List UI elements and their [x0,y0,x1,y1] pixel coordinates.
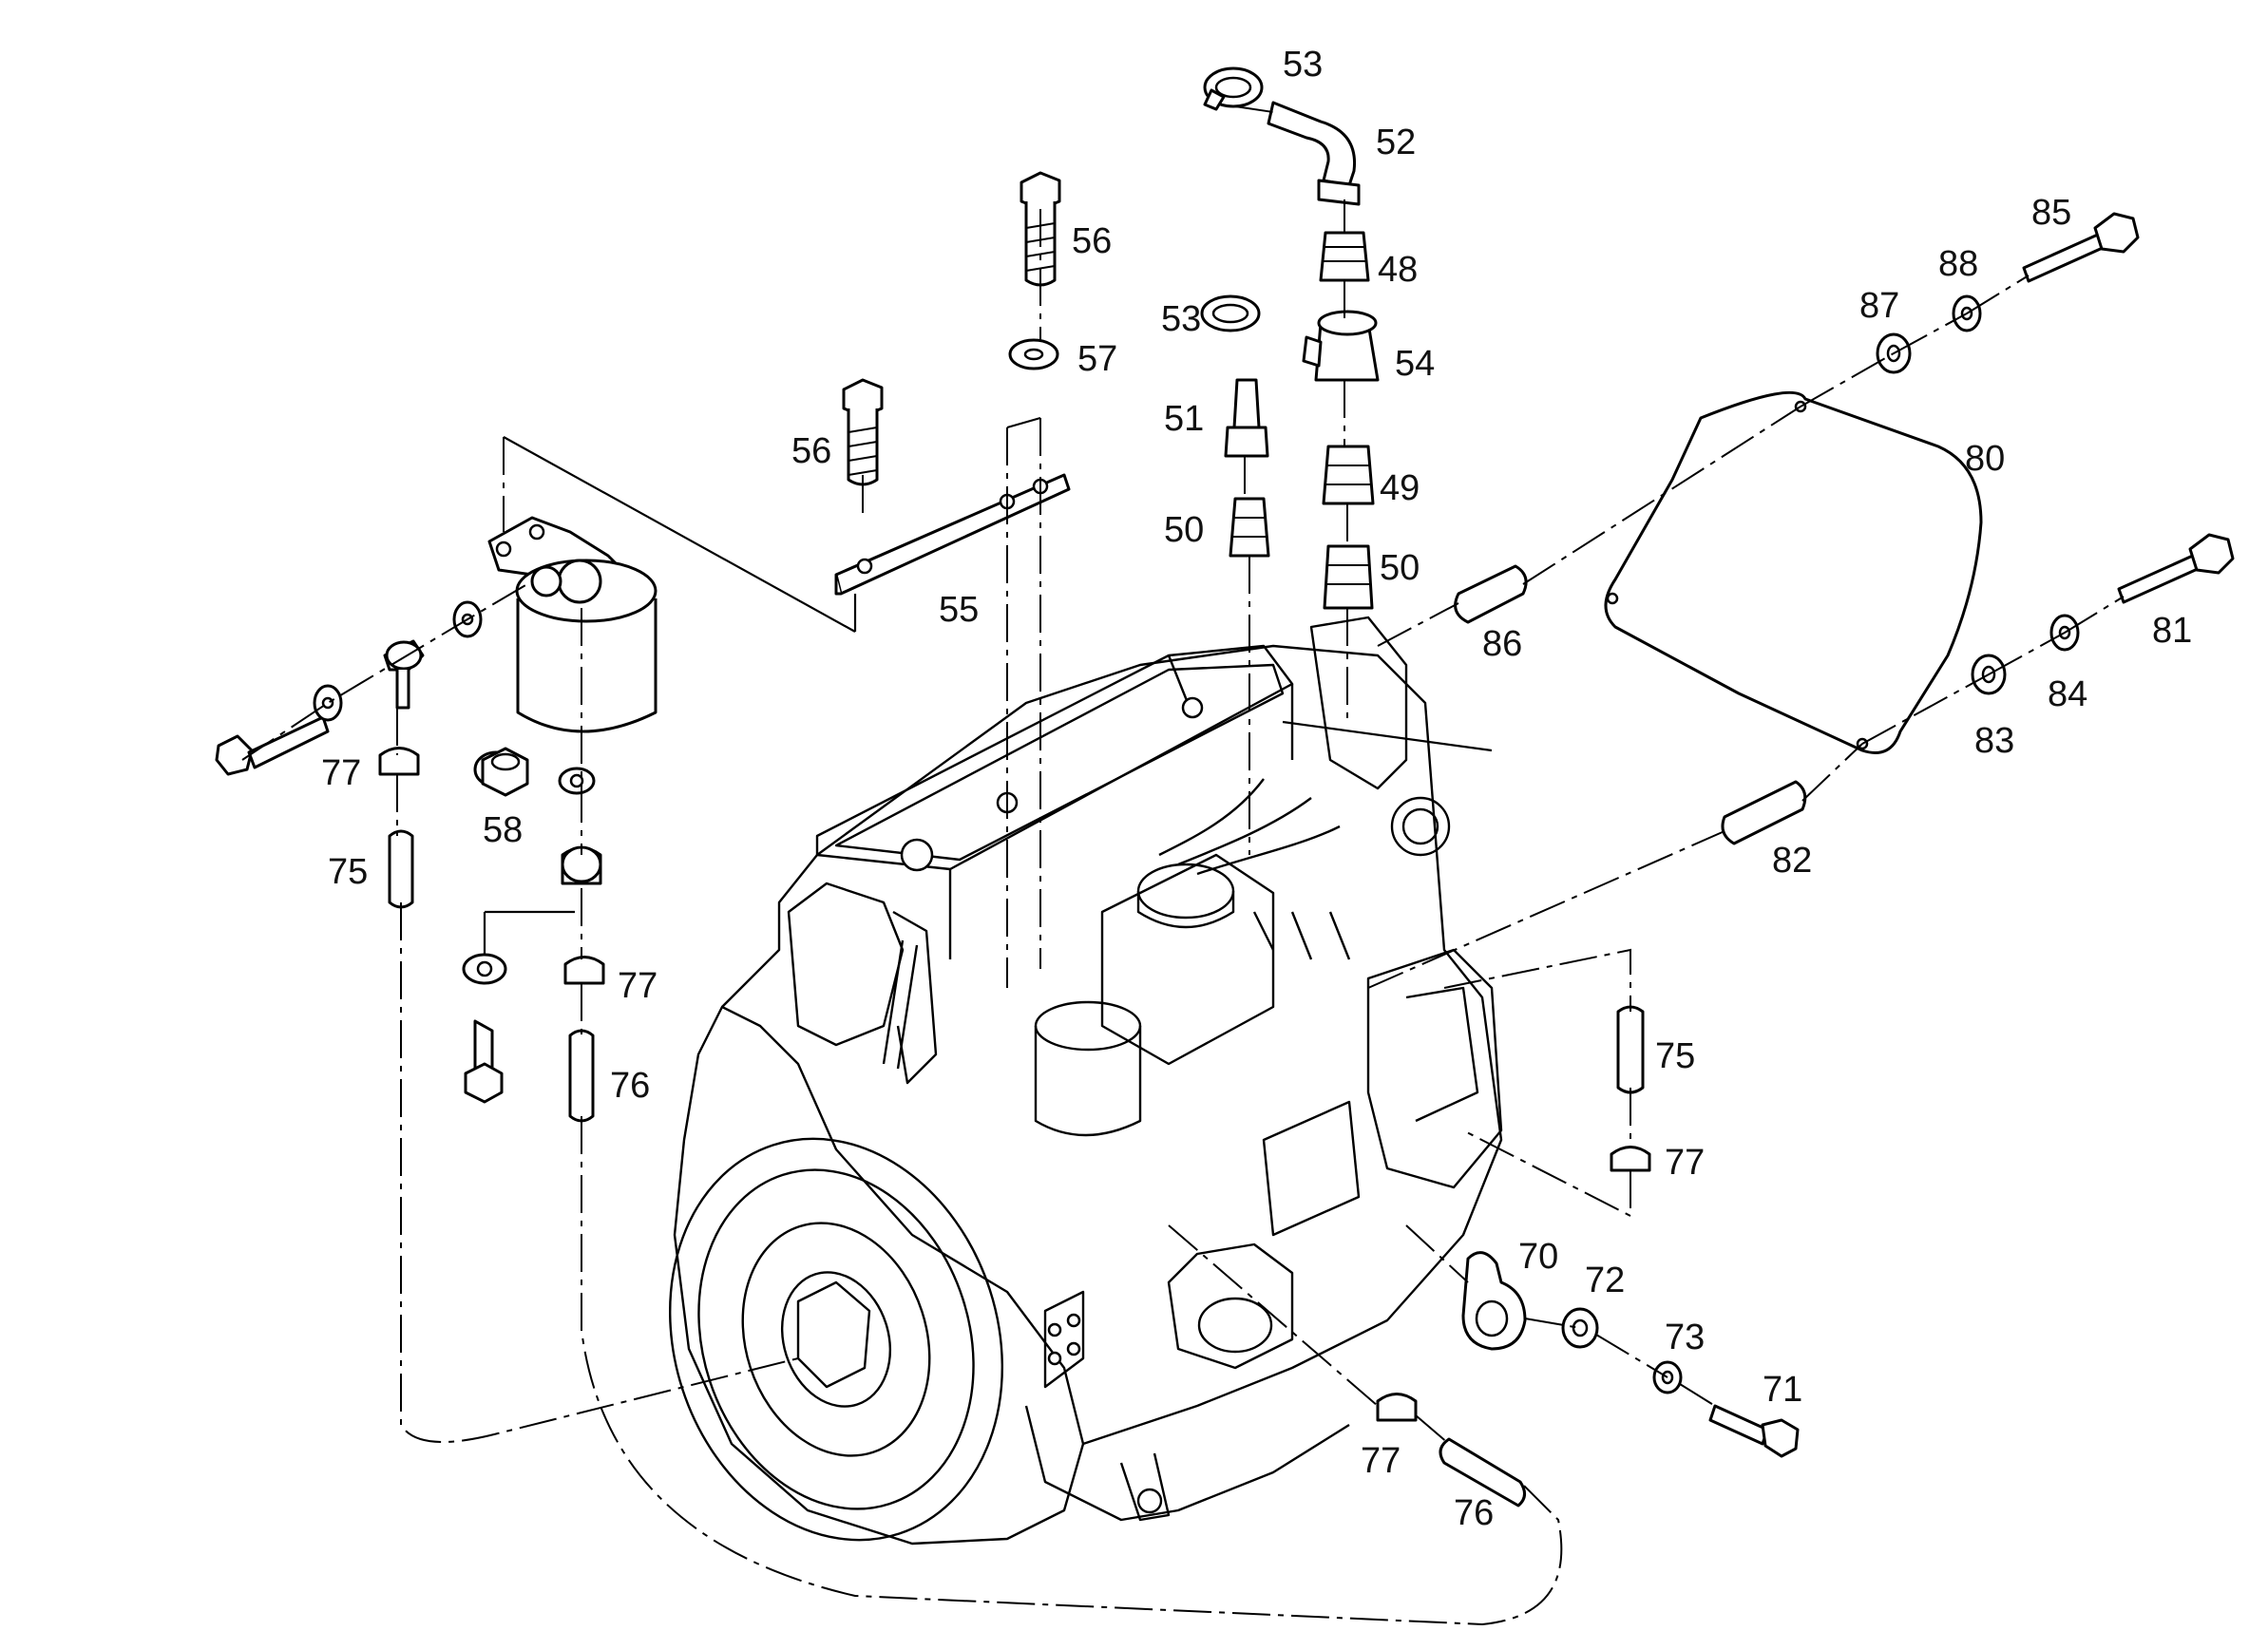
callout-48: 48 [1378,250,1418,290]
callout-85: 85 [2031,193,2071,233]
washer-57 [1008,338,1059,370]
callout-57: 57 [1077,339,1117,379]
callout-51: 51 [1164,399,1204,439]
callout-50-left: 50 [1164,510,1204,550]
callout-75-left: 75 [328,852,368,892]
callout-52: 52 [1376,123,1416,162]
callout-81: 81 [2152,611,2192,651]
spacer-82 [1721,780,1807,845]
callout-labels: 53 52 56 48 85 88 87 53 57 54 51 56 80 4… [321,45,2192,1533]
callout-86: 86 [1482,624,1522,664]
callout-76-bottom: 76 [1454,1493,1494,1533]
cover-plate-80 [1604,390,1983,754]
nut-58 [481,747,529,797]
callout-84: 84 [2048,674,2087,714]
callout-76-left: 76 [610,1066,650,1106]
fitting-50-right [1323,544,1374,610]
washer-72 [1561,1307,1599,1349]
hose-clamp-53-top [1203,66,1264,111]
callout-55: 55 [939,590,979,630]
hose-76-bottom [1439,1437,1526,1508]
hose-clamp-53-mid [1200,294,1261,332]
callout-72: 72 [1585,1261,1625,1300]
bolt-71 [1708,1404,1800,1458]
clip-77-bottom [1376,1393,1418,1422]
callout-83: 83 [1974,721,2014,761]
elbow-fitting-52 [1267,101,1361,206]
hose-75-right [1616,1005,1645,1094]
callout-88: 88 [1938,244,1978,284]
fitting-48 [1319,231,1370,282]
nipple-51 [1224,378,1269,458]
callout-82: 82 [1772,841,1812,881]
callout-80: 80 [1965,439,2005,479]
callout-77-mid: 77 [618,966,658,1006]
spacer-86 [1454,564,1528,624]
callout-70: 70 [1518,1237,1558,1277]
callout-56-lower: 56 [791,431,831,471]
valve-54 [1302,310,1380,382]
callout-77-right: 77 [1665,1143,1705,1183]
fitting-49 [1322,445,1375,505]
callout-77-left: 77 [321,753,361,793]
callout-87: 87 [1859,286,1899,326]
callout-71: 71 [1763,1370,1802,1410]
callout-58: 58 [483,810,523,850]
callout-56-upper: 56 [1072,221,1112,261]
callout-50-right: 50 [1380,548,1420,588]
fuel-filter-assembly [487,516,658,733]
callout-73: 73 [1665,1318,1705,1357]
engine-assembly [669,616,1503,1546]
callout-54: 54 [1395,344,1435,384]
callout-53-mid: 53 [1161,299,1201,339]
callout-75-right: 75 [1655,1036,1695,1076]
bolt-81 [2117,533,2235,604]
callout-77-bottom: 77 [1361,1441,1401,1481]
left-bolt-and-washers [215,600,483,776]
bolt-56-lower [842,378,884,486]
clip-77-right [1610,1146,1651,1172]
clamp-70 [1461,1251,1527,1351]
fitting-50-left [1229,497,1270,558]
callout-49: 49 [1380,468,1420,508]
mounting-bracket-plate [834,473,1071,596]
callout-53-top: 53 [1283,45,1323,85]
leader-lines [241,105,2125,1626]
clips-and-hoses-left [378,747,605,1123]
